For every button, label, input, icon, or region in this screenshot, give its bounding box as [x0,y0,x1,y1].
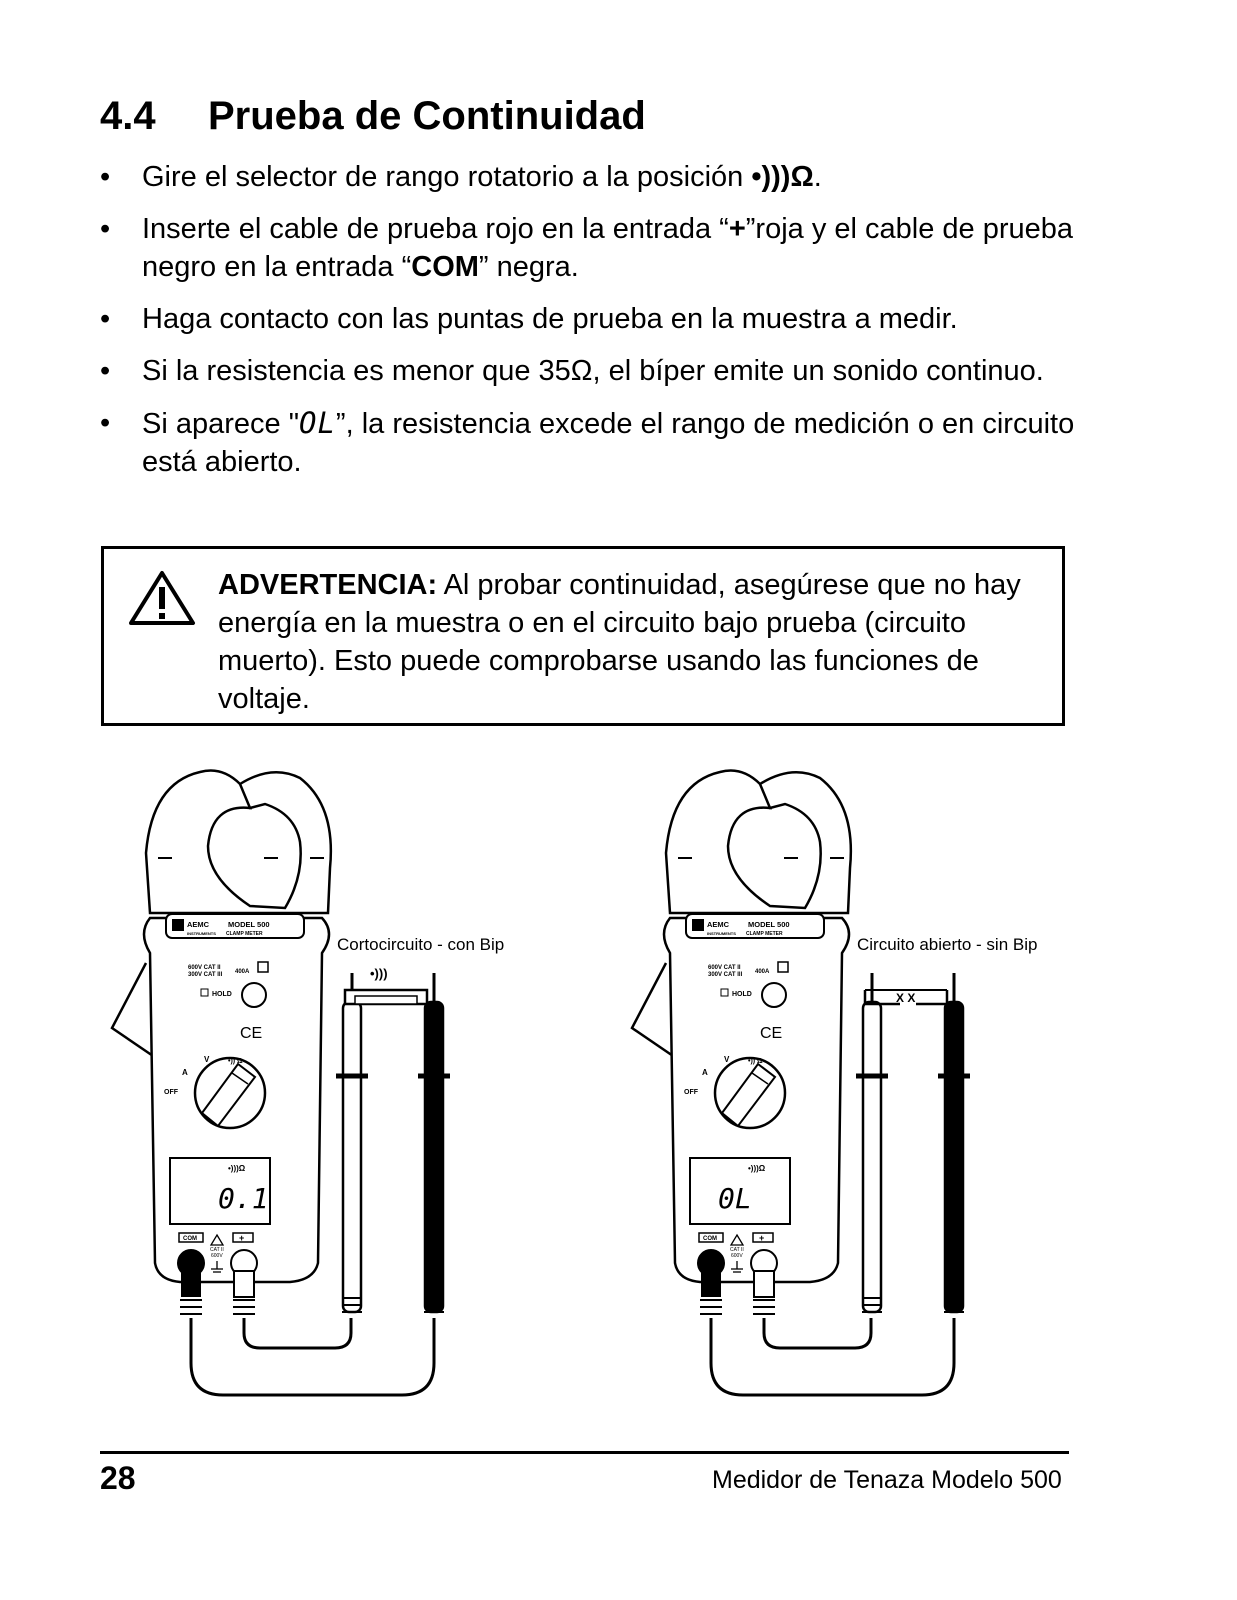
com-jack-label: COM [703,1236,717,1242]
lcd-reading: 0.1 [218,1182,269,1215]
dial-ohm-label: •)) Ω [748,1058,763,1065]
cat-voltage: 600V [731,1253,743,1259]
caption-open-circuit: Circuito abierto - sin Bip [857,935,1037,954]
list-item: •Gire el selector de rango rotatorio a l… [100,161,822,193]
meter-hold-label: HOLD [732,991,752,998]
continuity-test-figure: AEMC MODEL 500 CLAMP METER INSTRUMENTS 6… [100,758,1037,1418]
meter-brand-sub: INSTRUMENTS [707,931,736,936]
bullet-text: ”roja y el cable de prueba negro en la e… [142,213,1074,283]
meter-rating-1: 600V CAT II [188,965,221,971]
cat-label: CAT II [210,1247,224,1253]
bullet-end: . [813,161,822,193]
section-number: 4.4 [100,94,156,138]
meter-brand: AEMC [187,920,210,929]
meter-amp-rating: 400A [755,969,770,975]
dial-v-label: V [204,1055,210,1064]
warning-box [101,546,1065,726]
caption-short-circuit: Cortocircuito - con Bip [337,935,504,954]
dial-a-label: A [182,1068,188,1077]
meter-brand-sub: INSTRUMENTS [187,931,216,936]
warning-text: ADVERTENCIA: Al probar continuidad, aseg… [218,566,1048,718]
footer-title: Medidor de Tenaza Modelo 500 [712,1466,1062,1494]
ce-mark: CE [760,1025,782,1042]
list-item: •Si la resistencia es menor que 35Ω, el … [100,355,1044,387]
com-jack-label: COM [183,1236,197,1242]
plus-jack-label: + [759,1233,764,1243]
meter-model: MODEL 500 [748,920,790,929]
dial-ohm-label: •)) Ω [228,1058,243,1065]
meter-amp-rating: 400A [235,969,250,975]
lcd-unit: •)))Ω [748,1164,766,1173]
meter-open-circuit [632,771,970,1396]
dial-v-label: V [724,1055,730,1064]
warning-body: Al probar continuidad, asegúrese que no … [218,569,1021,715]
bullet-text: Si aparece " [142,408,299,440]
com-input-label: COM [411,251,479,283]
cat-voltage: 600V [211,1253,223,1259]
warning-triangle-icon [129,571,195,625]
bullet-text: Inserte el cable de prueba rojo en la en… [142,213,729,245]
meter-short-circuit [112,771,450,1396]
meter-rating-2: 300V CAT III [188,972,223,978]
meter-brand: AEMC [707,920,730,929]
bullet-text: Haga contacto con las puntas de prueba e… [142,303,958,335]
section-title: Prueba de Continuidad [208,94,646,138]
meter-model-sub: CLAMP METER [226,931,263,937]
bullet-text: Gire el selector de rango rotatorio a la… [142,161,744,193]
list-item: •Inserte el cable de prueba rojo en la e… [100,213,1074,283]
lcd-reading: 0L [718,1182,752,1215]
plus-input-label: + [728,213,746,245]
list-item: •Si aparece "OL”, la resistencia excede … [100,406,1075,478]
meter-rating-2: 300V CAT III [708,972,743,978]
cat-label: CAT II [730,1247,744,1253]
lcd-unit: •)))Ω [228,1164,246,1173]
footer-rule [100,1451,1069,1454]
meter-hold-label: HOLD [212,991,232,998]
meter-model-sub: CLAMP METER [746,931,783,937]
ce-mark: CE [240,1025,262,1042]
dial-off-label: OFF [164,1089,179,1096]
list-item: •Haga contacto con las puntas de prueba … [100,303,958,335]
continuity-symbol: •)))Ω [751,161,814,193]
beep-symbol: •))) [370,966,388,981]
bullet-text: ” negra. [478,251,579,283]
warning-label: ADVERTENCIA: [218,569,438,601]
meter-model: MODEL 500 [228,920,270,929]
meter-rating-1: 600V CAT II [708,965,741,971]
plus-jack-label: + [239,1233,244,1243]
dial-off-label: OFF [684,1089,699,1096]
dial-a-label: A [702,1068,708,1077]
instruction-list: •Gire el selector de rango rotatorio a l… [100,158,1080,495]
bullet-text: Si la resistencia es menor que 35Ω, el b… [142,355,1044,387]
open-circuit-mark: X X [896,991,915,1005]
bullet-text: ”, la resistencia excede el rango de med… [142,408,1075,478]
page-number: 28 [100,1460,136,1496]
ol-display-text: OL [299,406,336,440]
